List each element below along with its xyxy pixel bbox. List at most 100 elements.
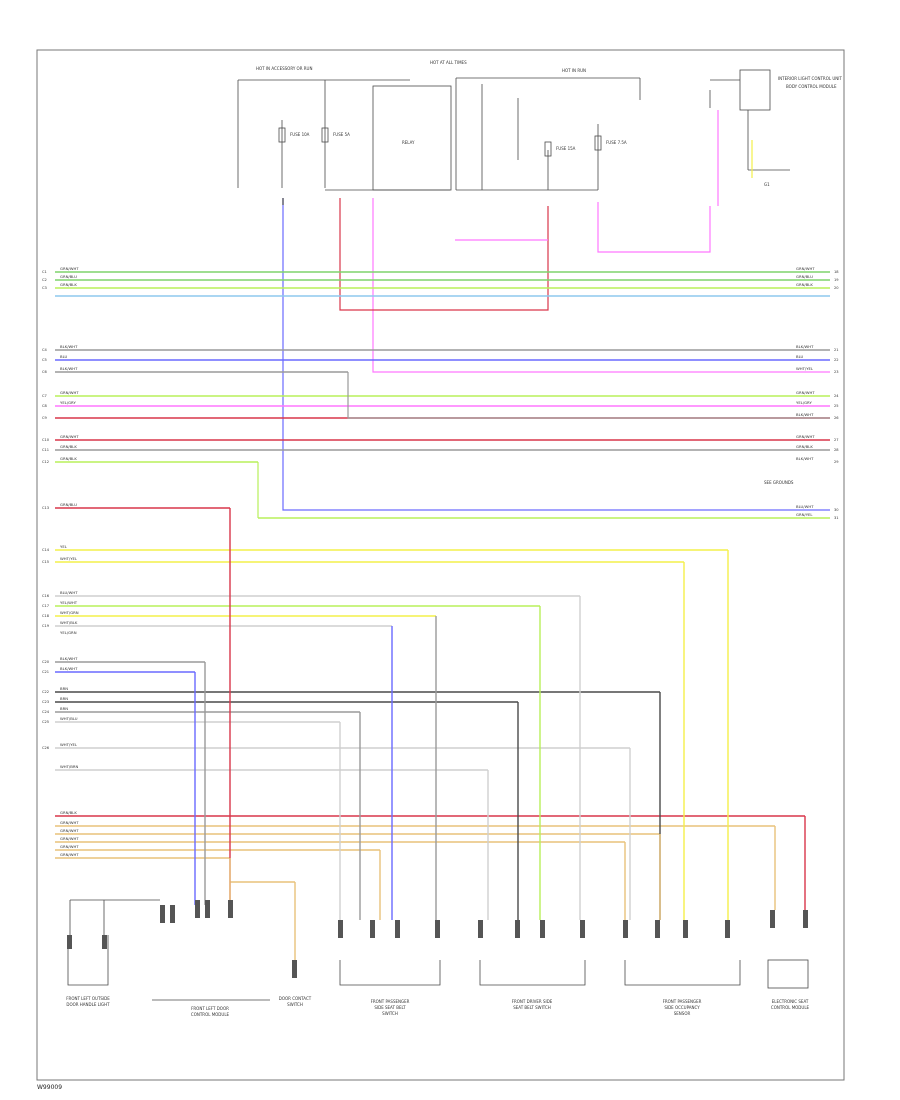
connector-label: 29 <box>834 460 839 464</box>
power-distribution <box>237 69 790 191</box>
fuse-symbol <box>321 127 329 143</box>
ground-label: G1 <box>764 182 770 187</box>
connector-label: C16 <box>42 594 50 598</box>
wire-label: BLU <box>60 354 68 359</box>
figure-id: W99009 <box>37 1084 63 1091</box>
connector-label: 22 <box>834 358 839 362</box>
wire-label: GRN/BLU <box>60 274 77 279</box>
wire-label: GRN/WHT <box>796 434 815 439</box>
wire-label: BLK/WHT <box>796 412 814 417</box>
wire-label: WHT/YEL <box>60 742 78 747</box>
diagram-border <box>36 49 845 1081</box>
connector-label: C3 <box>42 286 47 290</box>
wire-label: GRN/WHT <box>796 390 815 395</box>
right-wire-labels: GRN/WHT GRN/BLU GRN/BLK BLK/WHT BLU WHT/YEL GR… <box>796 266 839 520</box>
wire-label: WHT/YEL <box>60 556 78 561</box>
right-note: SEE GROUNDS <box>764 480 794 485</box>
wire-label: BLK/WHT <box>60 656 78 661</box>
wire-label: BLK/WHT <box>796 344 814 349</box>
wire-label: GRN/YEL <box>796 512 813 517</box>
connector-label: C17 <box>42 604 49 608</box>
wire-label: BLU/WHT <box>60 590 78 595</box>
component-label: FRONT LEFT OUTSIDE <box>66 996 110 1001</box>
connector-label: C26 <box>42 746 50 750</box>
wire-label: GRN/BLK <box>60 282 77 287</box>
wire-label: GRN/WHT <box>60 820 79 825</box>
wire-label: GRN/WHT <box>60 434 79 439</box>
component-label: SIDE OCCUPANCY <box>664 1005 700 1010</box>
component-label: SENSOR <box>674 1011 691 1016</box>
connector-label: C5 <box>42 358 47 362</box>
connector-label: 23 <box>834 370 839 374</box>
wire-label: BLK/WHT <box>60 666 78 671</box>
wire-label: YEL <box>60 544 68 549</box>
component-label: ELECTRONIC SEAT <box>772 999 809 1004</box>
component-label: FRONT PASSENGER <box>371 999 410 1004</box>
wire-label: BLK/WHT <box>60 366 78 371</box>
connector-label: 26 <box>834 416 839 420</box>
component-label: CONTROL MODULE <box>771 1005 810 1010</box>
wire-label: BRN <box>60 686 68 691</box>
wire-label: WHT/YEL <box>796 366 814 371</box>
module-label: BODY CONTROL MODULE <box>786 84 837 89</box>
relay-label: RELAY <box>402 140 415 145</box>
connector-label: 30 <box>834 508 839 512</box>
connector-label: C12 <box>42 460 49 464</box>
fuse-label: FUSE 15A <box>556 146 576 151</box>
fuse-label: FUSE 5A <box>333 132 350 137</box>
wire-label: GRN/BLK <box>60 444 77 449</box>
connector-label: C24 <box>42 710 50 714</box>
top-label-right: HOT IN RUN <box>562 68 586 73</box>
component-label: DOOR CONTACT <box>279 996 312 1001</box>
component-label: SWITCH <box>287 1002 303 1007</box>
connector-label: 25 <box>834 404 839 408</box>
component-label: FRONT LEFT DOOR <box>191 1006 229 1011</box>
fuse-label: FUSE 7.5A <box>606 140 627 145</box>
component-label: SIDE SEAT BELT <box>374 1005 406 1010</box>
connector-label: 24 <box>834 394 839 398</box>
wire-label: GRN/BLK <box>60 456 77 461</box>
wire-label: GRN/BLU <box>796 274 813 279</box>
risers <box>282 110 830 511</box>
wire-label: GRN/BLU <box>60 502 77 507</box>
wire-label: GRN/WHT <box>796 266 815 271</box>
wire-bus <box>55 271 830 883</box>
wire-label: YEL/WHT <box>60 600 78 605</box>
connector-pins <box>67 900 808 978</box>
fuse-symbol <box>278 127 286 143</box>
connector-label: C14 <box>42 548 50 552</box>
component-label: INTERIOR LIGHT CONTROL UNIT <box>778 76 842 81</box>
wire-label: BLU <box>796 354 804 359</box>
top-label-left: HOT IN ACCESSORY OR RUN <box>256 66 312 71</box>
wire-label: BLU/WHT <box>796 504 814 509</box>
wire-label: GRN/WHT <box>60 266 79 271</box>
wire-label: YEL/GRN <box>60 630 77 635</box>
connector-label: C23 <box>42 700 49 704</box>
wire-label: WHT/BLU <box>60 716 78 721</box>
fuses <box>278 127 602 157</box>
wire-label: GRN/WHT <box>60 828 79 833</box>
wire-drops <box>194 508 806 960</box>
component-label: SWITCH <box>382 1011 398 1016</box>
wire-label: GRN/WHT <box>60 390 79 395</box>
wire-jog <box>347 372 830 419</box>
component-label: FRONT PASSENGER <box>663 999 702 1004</box>
connector-label: 19 <box>834 278 839 282</box>
connector-label: C4 <box>42 348 48 352</box>
component-label: CONTROL MODULE <box>191 1012 230 1017</box>
wire-label: GRN/WHT <box>60 844 79 849</box>
wire-label: YEL/GRY <box>796 400 812 405</box>
wire-label: GRN/WHT <box>60 836 79 841</box>
wire-label: YEL/GRY <box>60 400 76 405</box>
wire-label: GRN/BLK <box>796 282 813 287</box>
fuse-symbol <box>544 141 552 157</box>
component-label: SEAT BELT SWITCH <box>513 1005 551 1010</box>
wire-label: BRN <box>60 696 68 701</box>
wire-label: GRN/BLK <box>60 810 77 815</box>
bottom-components <box>67 899 809 1001</box>
connector-label: C9 <box>42 416 48 420</box>
connector-label: C8 <box>42 404 48 408</box>
component-label: FRONT DRIVER SIDE <box>512 999 553 1004</box>
